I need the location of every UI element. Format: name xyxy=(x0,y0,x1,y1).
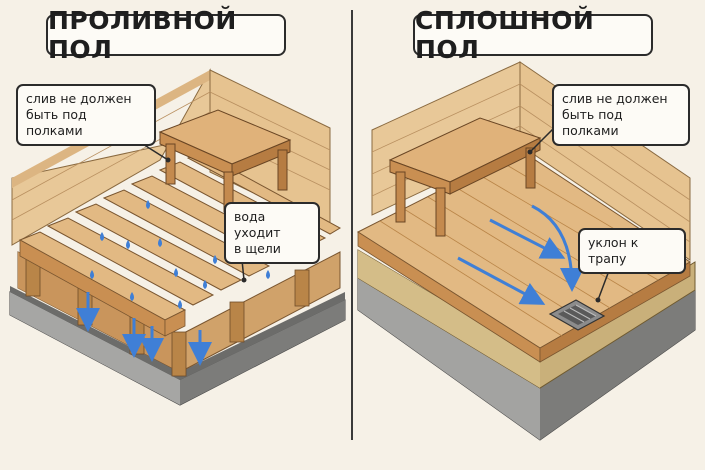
spill-floor-illustration xyxy=(9,68,346,406)
panel-divider xyxy=(351,10,353,440)
callout-left-bench-line1: слив не должен xyxy=(26,91,132,106)
callout-left-bench-line2: быть под полками xyxy=(26,107,87,138)
callout-slope: уклон к трапу xyxy=(578,228,686,274)
callout-gaps-line2: в щели xyxy=(234,241,281,256)
callout-right-bench: слив не должен быть под полками xyxy=(552,84,690,146)
water-flow-arrows xyxy=(76,292,212,366)
callout-gaps: вода уходит в щели xyxy=(224,202,320,264)
water-drops xyxy=(90,200,270,309)
floor-drain xyxy=(548,299,606,331)
solid-floor-illustration xyxy=(356,61,696,441)
callout-gaps-line1: вода уходит xyxy=(234,209,281,240)
title-solid-floor: СПЛОШНОЙ ПОЛ xyxy=(413,6,653,64)
bench-left xyxy=(158,109,292,213)
callout-left-bench: слив не должен быть под полками xyxy=(16,84,156,146)
callout-slope-text: уклон к трапу xyxy=(588,235,639,266)
callout-right-bench-line2: быть под полками xyxy=(562,107,623,138)
callout-right-bench-line1: слив не должен xyxy=(562,91,668,106)
slope-arrows xyxy=(457,204,584,305)
bench-right xyxy=(388,117,542,237)
